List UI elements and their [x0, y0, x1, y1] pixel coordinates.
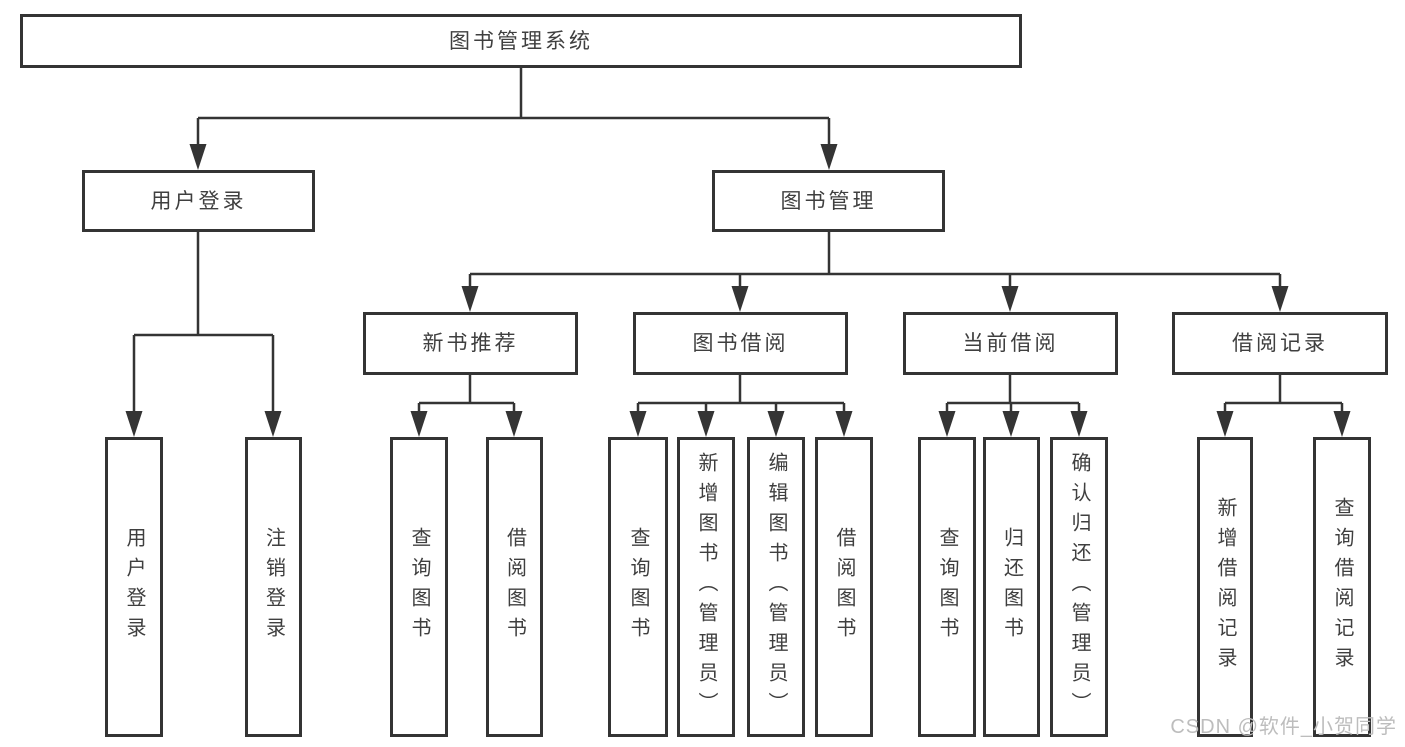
leaf-borrow-books: 借阅图书	[815, 437, 873, 737]
node-library-system: 图书管理系统	[20, 14, 1022, 68]
leaf-query-books-borrow: 查询图书	[608, 437, 668, 737]
leaf-edit-book-admin: 编辑图书（管理员）	[747, 437, 805, 737]
leaf-return-book: 归还图书	[983, 437, 1040, 737]
leaf-add-book-admin: 新增图书（管理员）	[677, 437, 735, 737]
leaf-borrow-books-recommend: 借阅图书	[486, 437, 543, 737]
node-label: 图书管理系统	[449, 29, 593, 53]
leaf-label: 新增借阅记录	[1214, 497, 1236, 677]
leaf-label: 归还图书	[1000, 527, 1023, 647]
leaf-add-borrow-record: 新增借阅记录	[1197, 437, 1253, 737]
leaf-label: 查询图书	[936, 527, 958, 647]
leaf-label: 确认归还（管理员）	[1068, 452, 1090, 722]
leaf-query-borrow-record: 查询借阅记录	[1313, 437, 1371, 737]
node-user-login-branch: 用户登录	[82, 170, 315, 232]
node-label: 图书管理	[780, 189, 877, 213]
leaf-label: 用户登录	[123, 527, 145, 647]
node-book-borrow: 图书借阅	[633, 312, 848, 375]
leaf-label: 新增图书（管理员）	[695, 452, 717, 722]
node-borrow-record: 借阅记录	[1172, 312, 1388, 375]
leaf-label: 借阅图书	[503, 527, 526, 647]
leaf-logout: 注销登录	[245, 437, 302, 737]
leaf-label: 注销登录	[262, 527, 285, 647]
node-label: 用户登录	[150, 189, 247, 213]
leaf-user-login: 用户登录	[105, 437, 163, 737]
node-label: 新书推荐	[422, 332, 519, 355]
leaf-label: 查询借阅记录	[1331, 497, 1353, 677]
leaf-confirm-return-admin: 确认归还（管理员）	[1050, 437, 1108, 737]
node-book-management: 图书管理	[712, 170, 945, 232]
leaf-query-books-current: 查询图书	[918, 437, 976, 737]
csdn-watermark: CSDN @软件_小贺同学	[1170, 716, 1397, 738]
leaf-query-books-recommend: 查询图书	[390, 437, 448, 737]
leaf-label: 查询图书	[408, 527, 430, 647]
leaf-label: 编辑图书（管理员）	[765, 452, 787, 722]
leaf-label: 查询图书	[627, 527, 649, 647]
node-label: 当前借阅	[962, 332, 1059, 355]
node-current-borrow: 当前借阅	[903, 312, 1118, 375]
node-new-book-recommend: 新书推荐	[363, 312, 578, 375]
leaf-label: 借阅图书	[833, 527, 855, 647]
node-label: 借阅记录	[1232, 332, 1328, 355]
node-label: 图书借阅	[692, 332, 789, 355]
